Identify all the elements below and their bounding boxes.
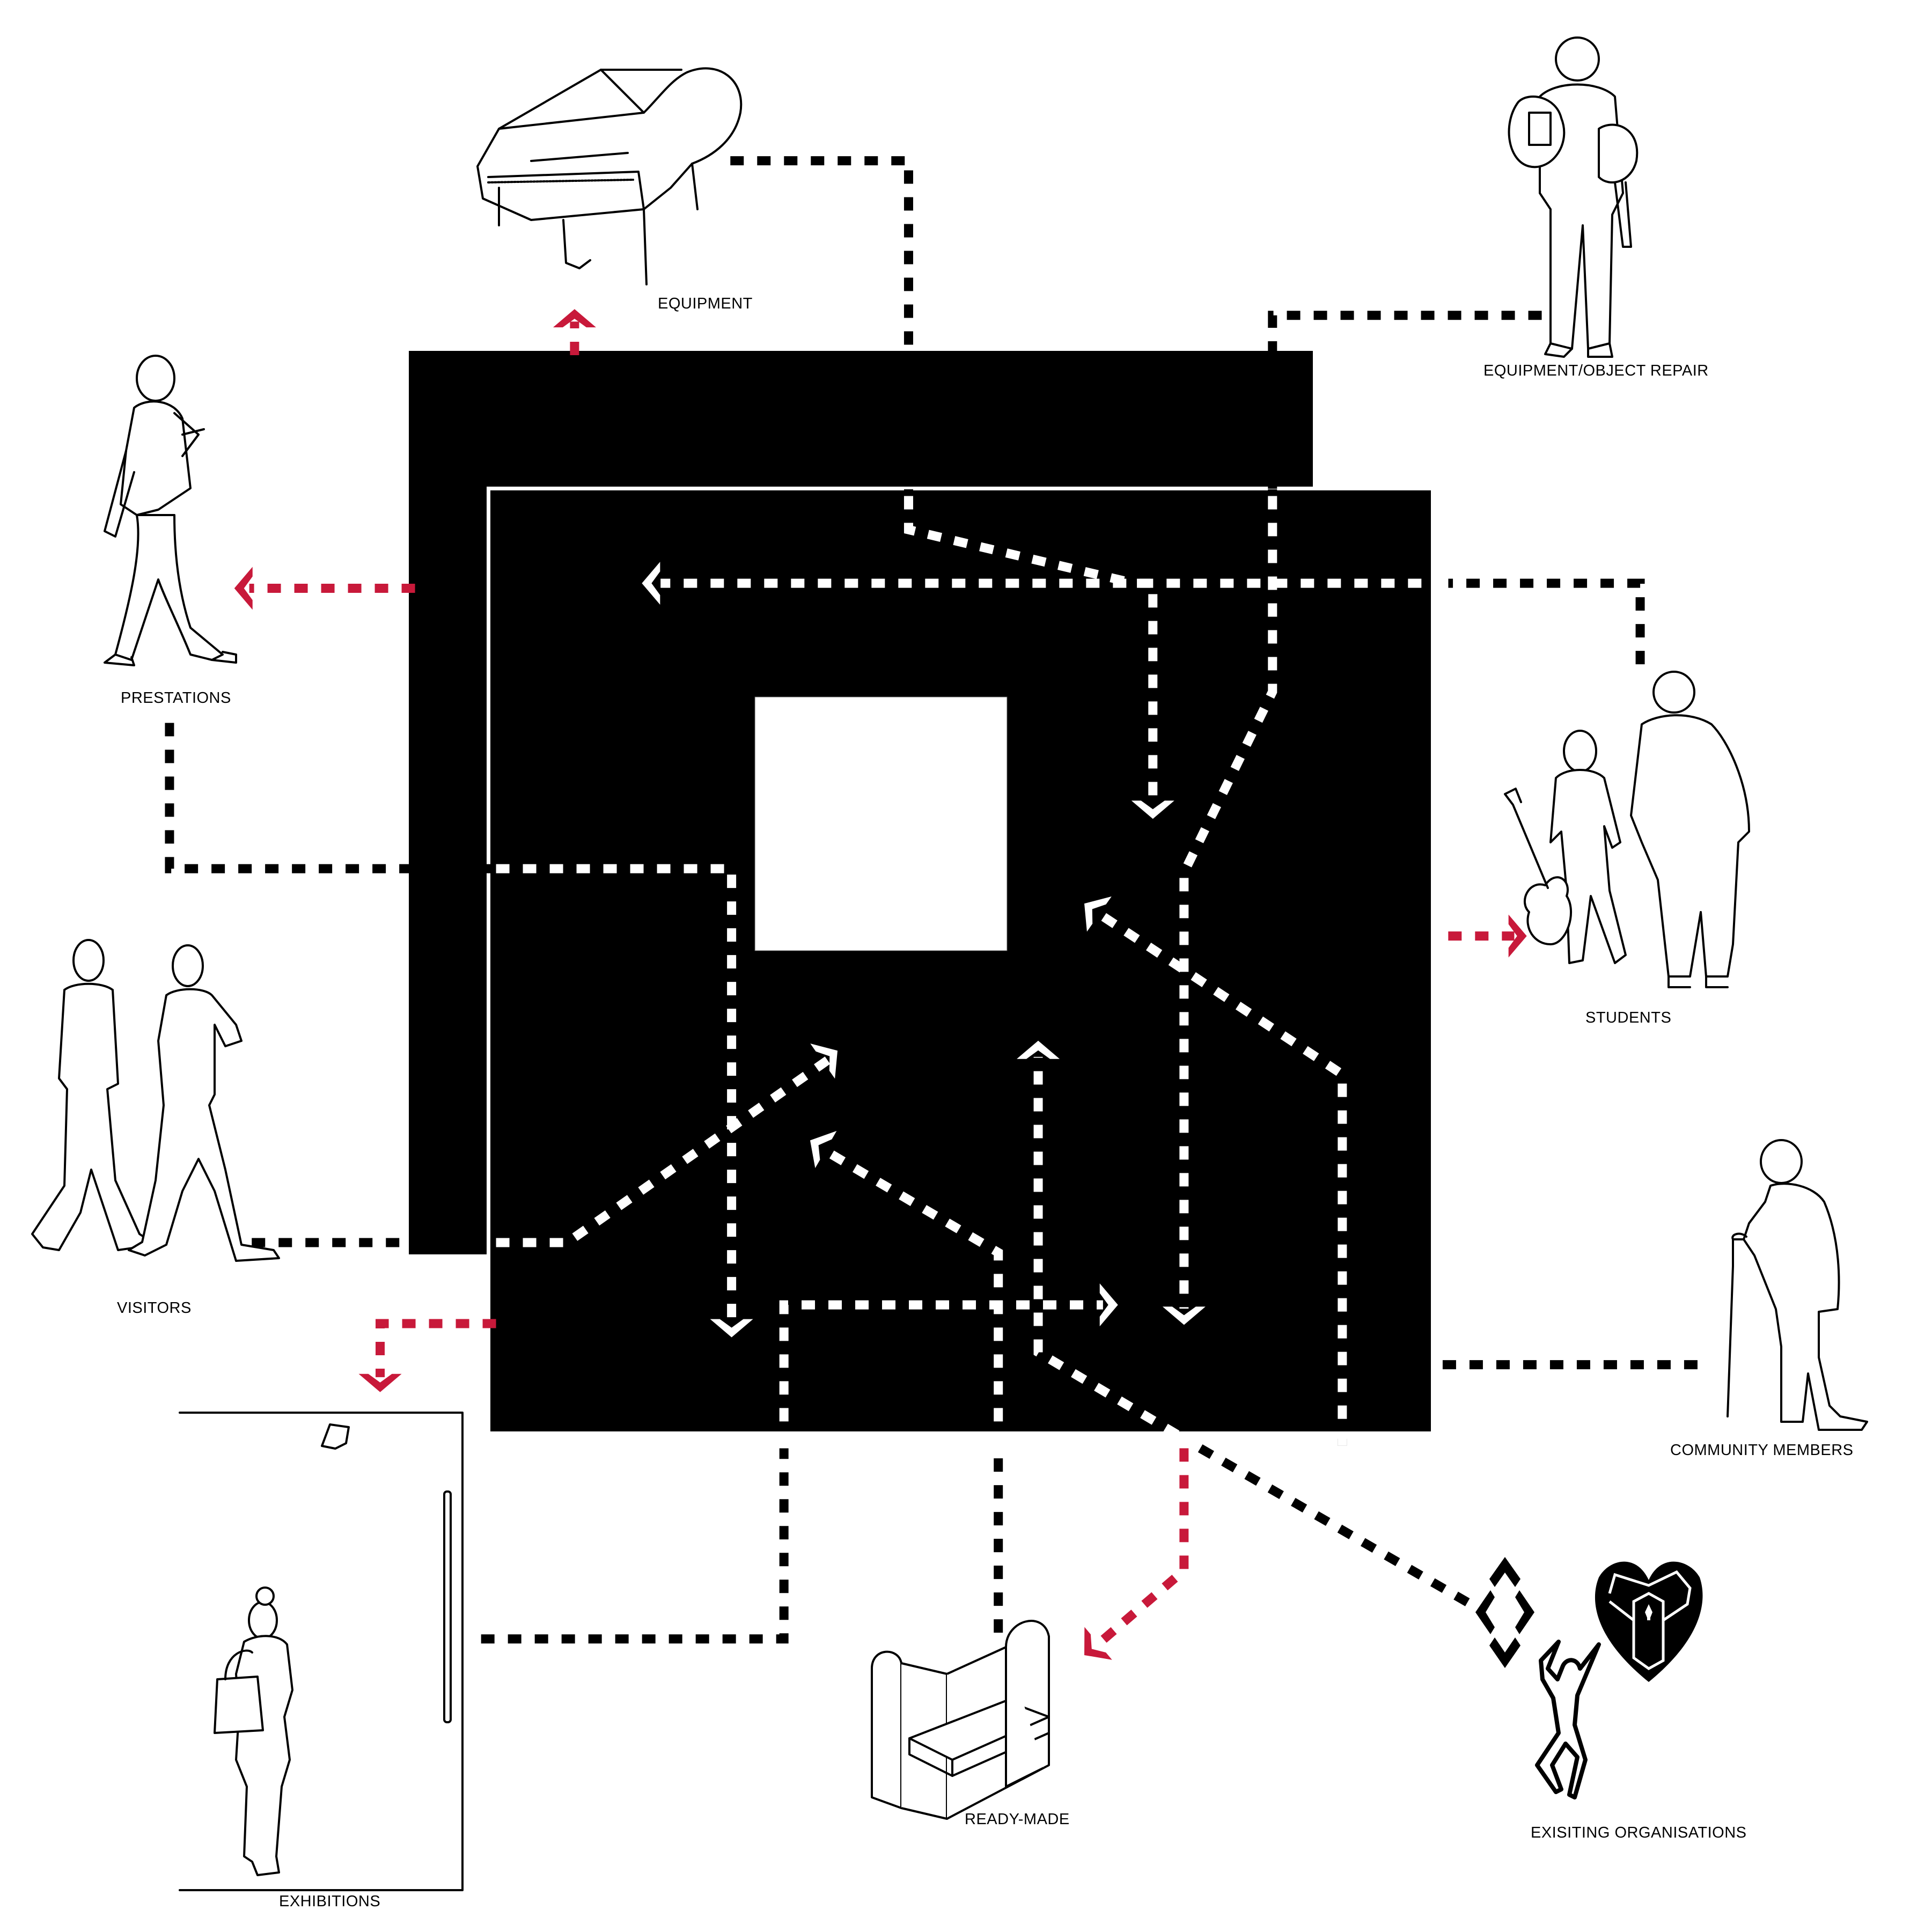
label-prestations: PRESTATIONS xyxy=(121,689,231,707)
path-community-inner xyxy=(1094,908,1347,1446)
label-visitors: VISITORS xyxy=(117,1299,192,1317)
front-volume xyxy=(490,490,1431,1431)
path-organisations-inner xyxy=(1033,1056,1203,1452)
path-repair-inner xyxy=(1179,496,1277,1309)
label-equipment-object-repair: EQUIPMENT/OBJECT REPAIR xyxy=(1483,362,1709,379)
path-equipment-outer xyxy=(730,156,913,530)
walking-couple-icon xyxy=(31,939,280,1262)
singer-with-microphone-icon xyxy=(104,355,237,666)
path-to-exhibitions xyxy=(376,1319,496,1377)
organisation-logos-icon xyxy=(1475,1557,1703,1799)
path-students-outer xyxy=(1448,578,1645,665)
arrowhead-repair-inner xyxy=(1162,1306,1206,1325)
arrowhead-students-inner xyxy=(642,562,660,605)
arrowhead-visitors-inner xyxy=(810,1044,838,1079)
label-exisiting-organisations: EXISITING ORGANISATIONS xyxy=(1531,1824,1747,1841)
path-organisations-outer xyxy=(1198,1444,1480,1612)
internal-paths xyxy=(496,496,1449,1452)
dancing-figure-logo-icon xyxy=(1535,1640,1601,1799)
arrowhead-organisations-inner xyxy=(1017,1040,1060,1059)
adult-and-child-with-guitar-icon xyxy=(1504,671,1750,988)
person-with-guitars-icon xyxy=(1508,36,1639,358)
arrowhead-to-students xyxy=(1508,914,1527,958)
arrowhead-exhibitions-inner xyxy=(1099,1283,1118,1327)
labels: EQUIPMENT EQUIPMENT/OBJECT REPAIR PRESTA… xyxy=(117,295,1853,1910)
path-repair-outer xyxy=(1268,311,1542,495)
bench-icon xyxy=(871,1620,1050,1820)
arrowhead-to-equipment xyxy=(553,309,596,328)
arrowhead-to-prestations xyxy=(234,567,253,610)
arrowhead-community-inner xyxy=(1084,896,1112,932)
path-readymade-inner xyxy=(820,1145,1003,1449)
arrowhead-readymade-inner xyxy=(810,1130,837,1169)
arrowhead-equipment-inner xyxy=(1131,800,1174,819)
elderly-person-with-cane-icon xyxy=(1727,1139,1868,1431)
arrowheads xyxy=(234,309,1527,1660)
label-equipment: EQUIPMENT xyxy=(658,295,753,312)
heart-logo-icon xyxy=(1595,1561,1703,1682)
path-equipment-inner xyxy=(903,496,1158,798)
courtyard xyxy=(754,696,1008,951)
arrowhead-to-readymade xyxy=(1084,1627,1112,1660)
grand-piano-icon xyxy=(476,67,743,285)
arrowhead-prestations-inner xyxy=(710,1319,753,1338)
arrowhead-to-exhibitions xyxy=(358,1373,402,1392)
label-exhibitions: EXHIBITIONS xyxy=(279,1893,380,1910)
label-students: STUDENTS xyxy=(1585,1009,1671,1026)
diamond-logo-icon xyxy=(1475,1557,1534,1668)
label-ready-made: READY-MADE xyxy=(965,1811,1070,1828)
gallery-visitor-icon xyxy=(179,1412,464,1891)
label-community-members: COMMUNITY MEMBERS xyxy=(1670,1442,1853,1459)
path-prestations-outer xyxy=(165,723,496,873)
path-to-readymade xyxy=(1093,1448,1189,1649)
building xyxy=(409,351,1431,1431)
outgoing-paths xyxy=(249,321,1515,1649)
path-exhibitions-outer xyxy=(481,1448,789,1644)
